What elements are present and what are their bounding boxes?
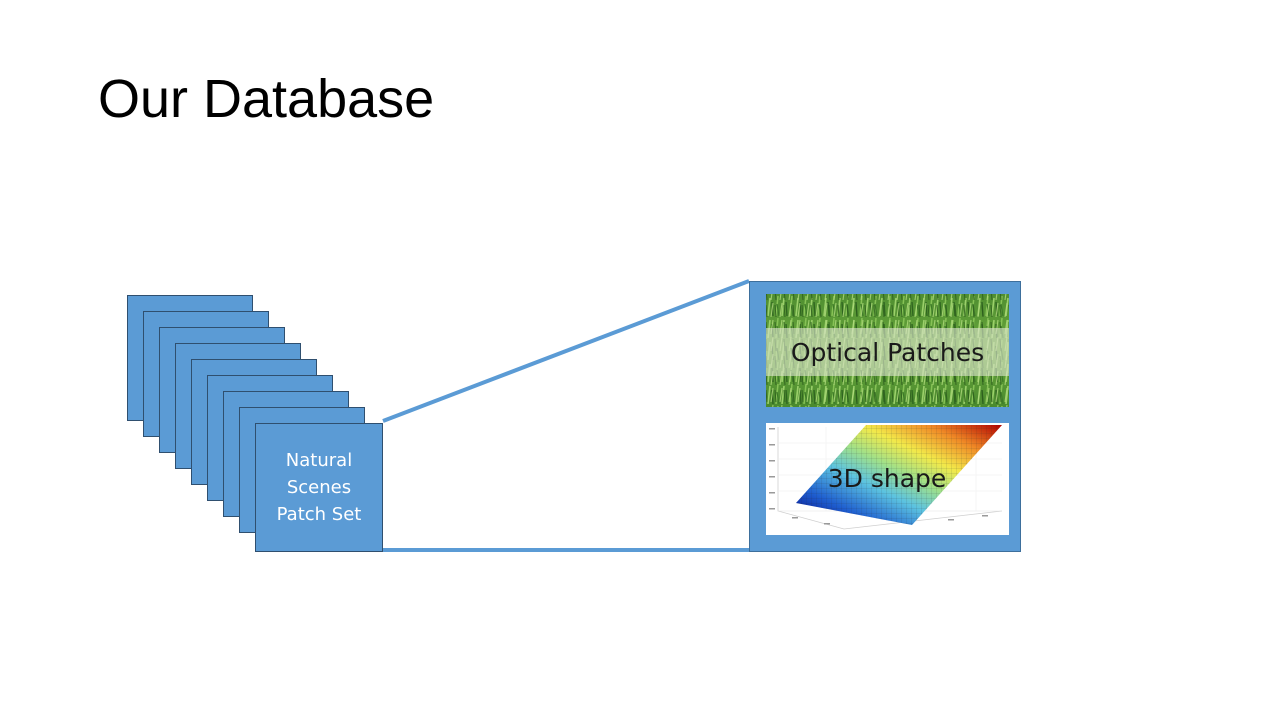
3d-shape-label: 3D shape: [827, 463, 947, 493]
optical-patches-label: Optical Patches: [790, 337, 985, 367]
3d-surface-plot: [766, 423, 1009, 535]
front-card-label-line-3: Patch Set: [276, 504, 362, 525]
front-patch-card: Natural Scenes Patch Set: [255, 423, 383, 552]
front-card-label-line-1: Natural: [285, 450, 353, 471]
connector-line-top: [382, 279, 750, 423]
optical-label-band: [766, 328, 1009, 376]
slide-title: Our Database: [98, 69, 435, 129]
front-card-label-line-2: Scenes: [286, 477, 352, 498]
